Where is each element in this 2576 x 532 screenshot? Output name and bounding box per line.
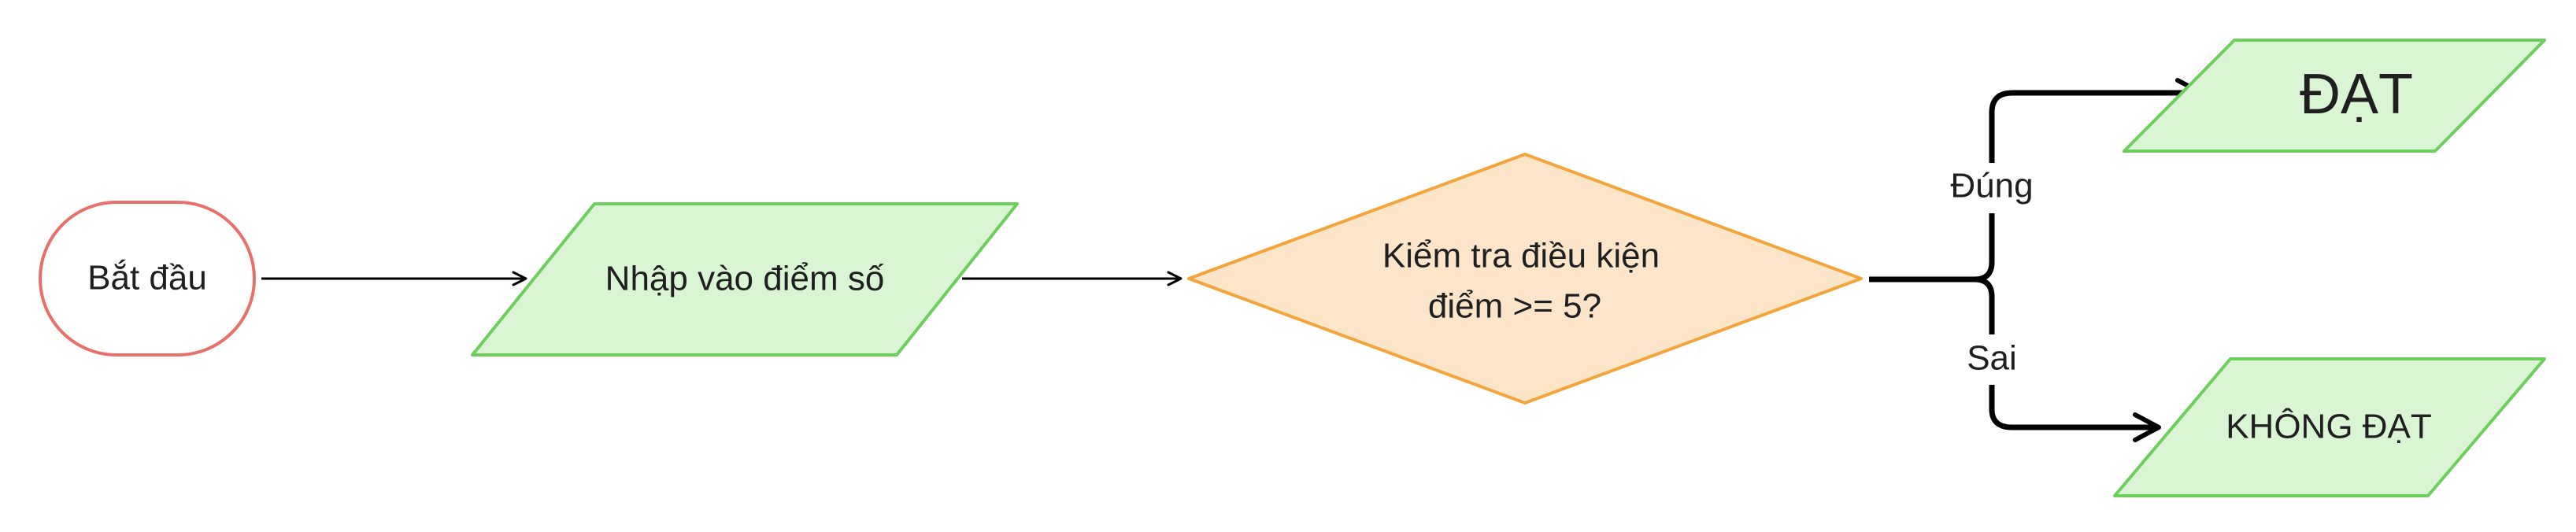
input-node: Nhập vào điểm số [471,202,1019,357]
no-label-background [1957,334,2026,385]
fail-node: KHÔNG ĐẠT [2113,357,2546,497]
start-node: Bắt đầu [39,201,256,357]
branch-connectors: Đúng Sai [1869,78,2204,442]
input-parallelogram-shape [471,202,1019,357]
decision-node: Kiểm tra điều kiện điểm >= 5? [1187,153,1863,405]
pass-label: ĐẠT [2300,63,2413,126]
decision-diamond-shape [1187,153,1863,405]
pass-parallelogram-shape [2123,39,2546,153]
decision-label-line2: điểm >= 5? [1428,287,1601,326]
yes-branch-label: Đúng [1950,167,2033,205]
yes-label-background [1941,163,2042,213]
arrow-decision-to-fail [1974,276,2161,442]
start-terminator-shape [39,201,256,357]
fail-parallelogram-shape [2113,357,2546,497]
pass-node: ĐẠT [2123,39,2546,153]
start-label: Bắt đầu [87,259,207,297]
decision-label-line1: Kiểm tra điều kiện [1382,237,1660,275]
fail-label: KHÔNG ĐẠT [2226,407,2432,446]
no-branch-label: Sai [1967,339,2017,378]
input-label: Nhập vào điểm số [605,260,885,298]
